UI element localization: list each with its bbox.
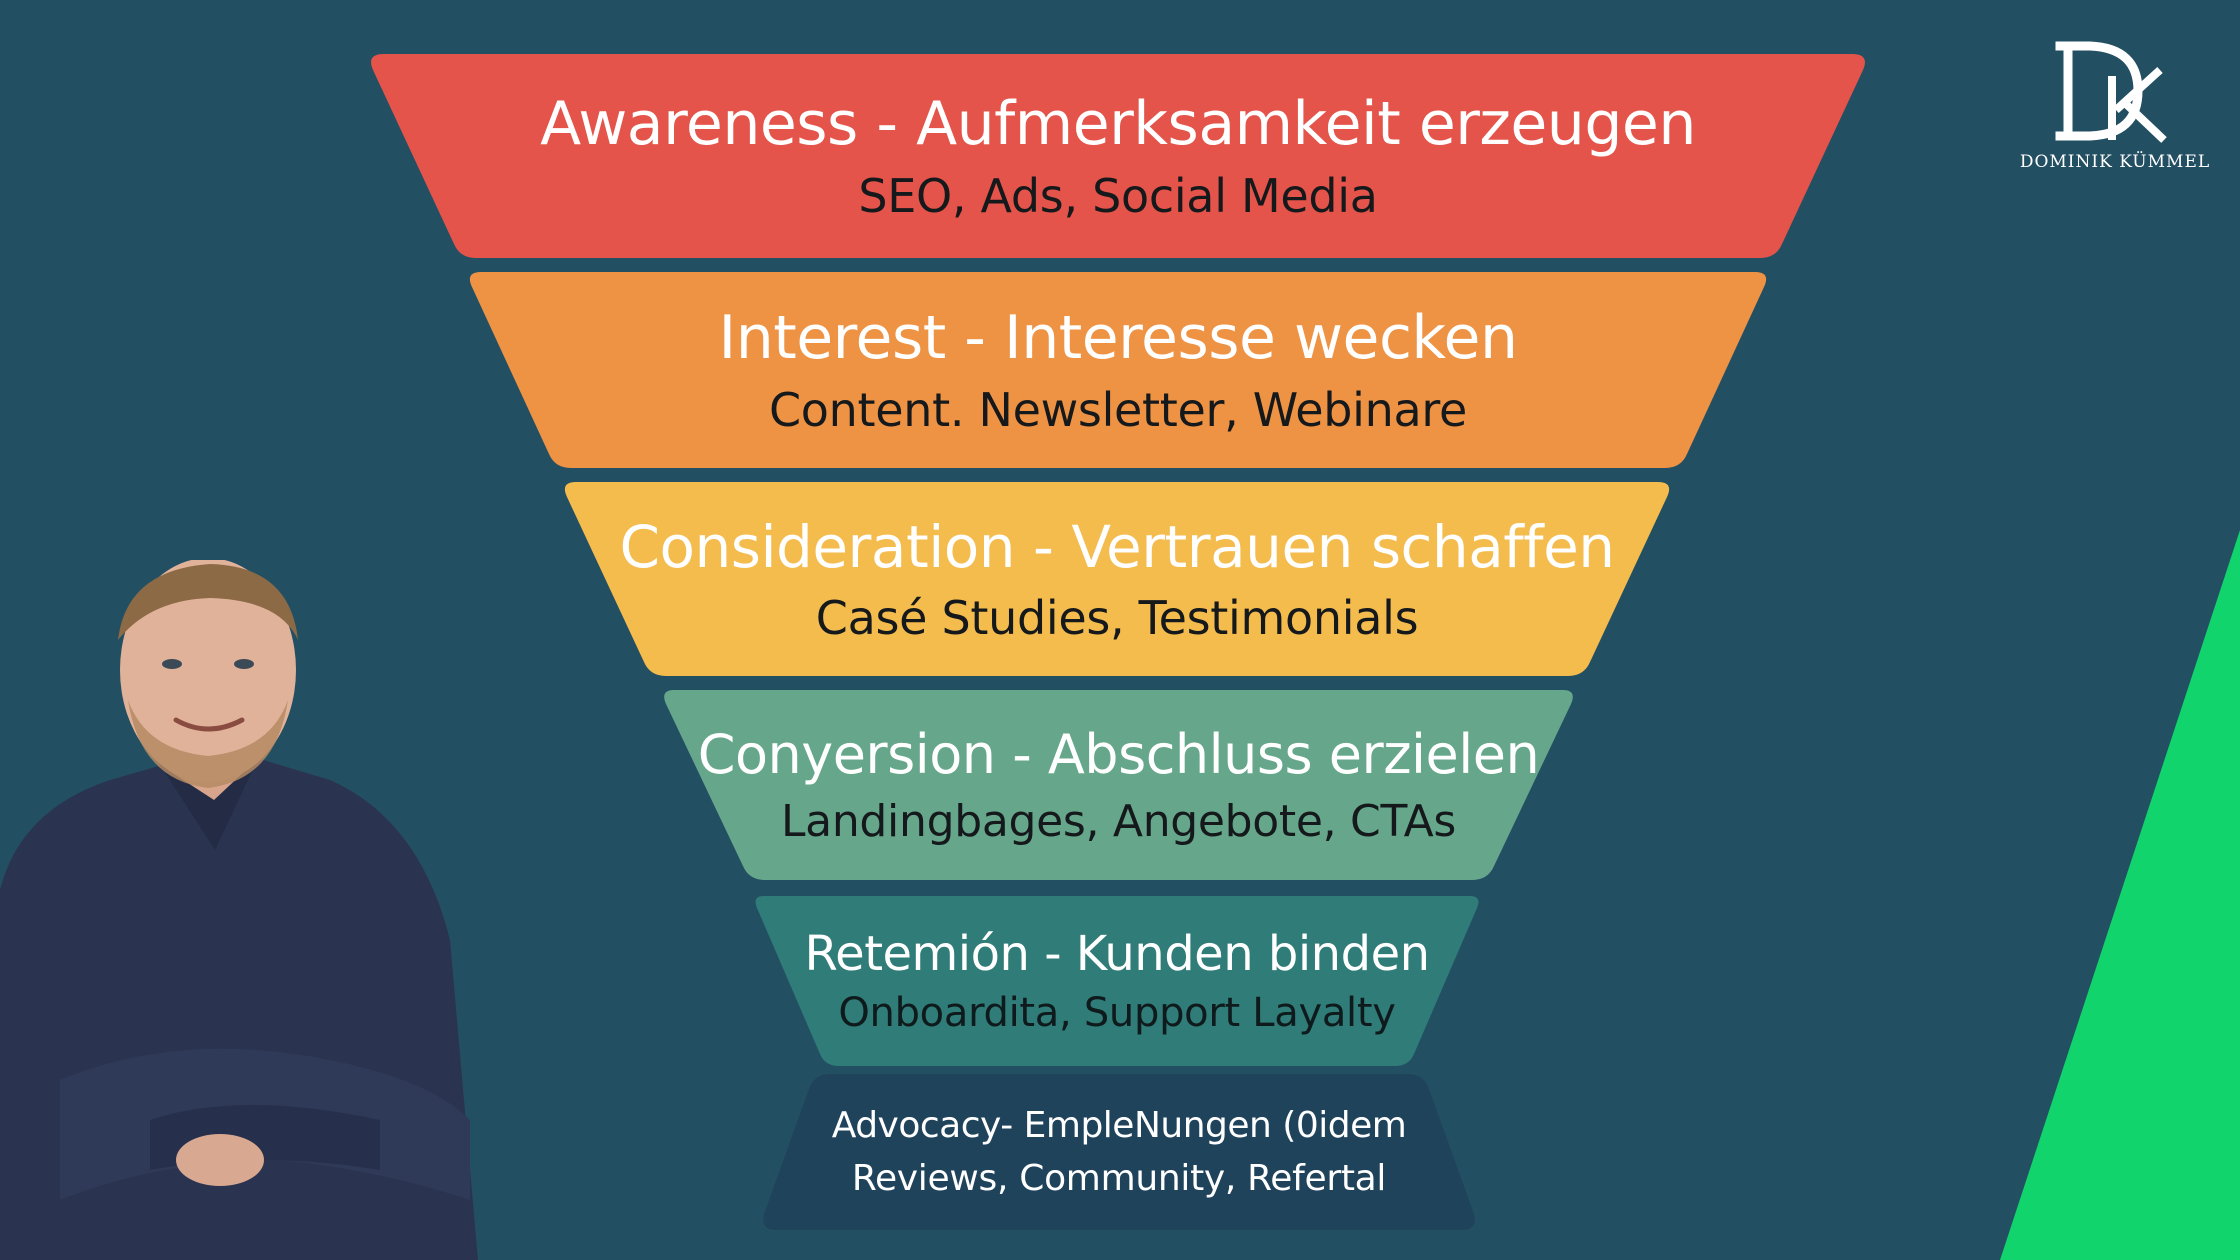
stage-title: Interest - Interesse wecken (718, 303, 1518, 373)
funnel-band-shape (763, 1074, 1475, 1230)
stage-title: Retemión - Kunden binden (804, 926, 1430, 982)
stage-title: Consideration - Vertrauen schaffen (619, 513, 1615, 581)
logo-wordmark: DOMINIK KÜMMEL (2019, 152, 2211, 172)
funnel-stage-advocacy: Advocacy- EmpleNungen (0idem Reviews, Co… (760, 1074, 1478, 1230)
stage-title: Advocacy- EmpleNungen (0idem (831, 1105, 1407, 1146)
funnel-stage-retention: Retemión - Kunden binden Onboardita, Sup… (752, 896, 1482, 1066)
funnel-stage-awareness: Awareness - Aufmerksamkeit erzeugen SEO,… (366, 54, 1870, 258)
stage-subtitle: Onboardita, Support Layalty (838, 990, 1396, 1036)
stage-subtitle: SEO, Ads, Social Media (858, 169, 1378, 223)
stage-title: Conyersion - Abschluss erzielen (697, 723, 1540, 786)
dk-monogram-logo (2055, 41, 2167, 143)
funnel-stage-consideration: Consideration - Vertrauen schaffen Casé … (560, 482, 1674, 676)
stage-subtitle: Casé Studies, Testimonials (815, 591, 1419, 645)
funnel-band-shape (664, 690, 1573, 880)
funnel-band-shape (755, 896, 1479, 1066)
stage-subtitle: Content. Newsletter, Webinare (768, 383, 1467, 437)
stage-title: Awareness - Aufmerksamkeit erzeugen (540, 89, 1696, 159)
funnel-band-shape (469, 272, 1767, 468)
funnel-band-shape (564, 482, 1670, 676)
person-photo (0, 560, 478, 1260)
stage-subtitle: Reviews, Community, Refertal (851, 1158, 1387, 1199)
stage-subtitle: Landingbages, Angebote, CTAs (780, 796, 1457, 847)
funnel-stage-conversion: Conyersion - Abschluss erzielen Landingb… (660, 690, 1577, 880)
funnel-stage-interest: Interest - Interesse wecken Content. New… (465, 272, 1771, 468)
funnel-band-shape (371, 54, 1865, 258)
